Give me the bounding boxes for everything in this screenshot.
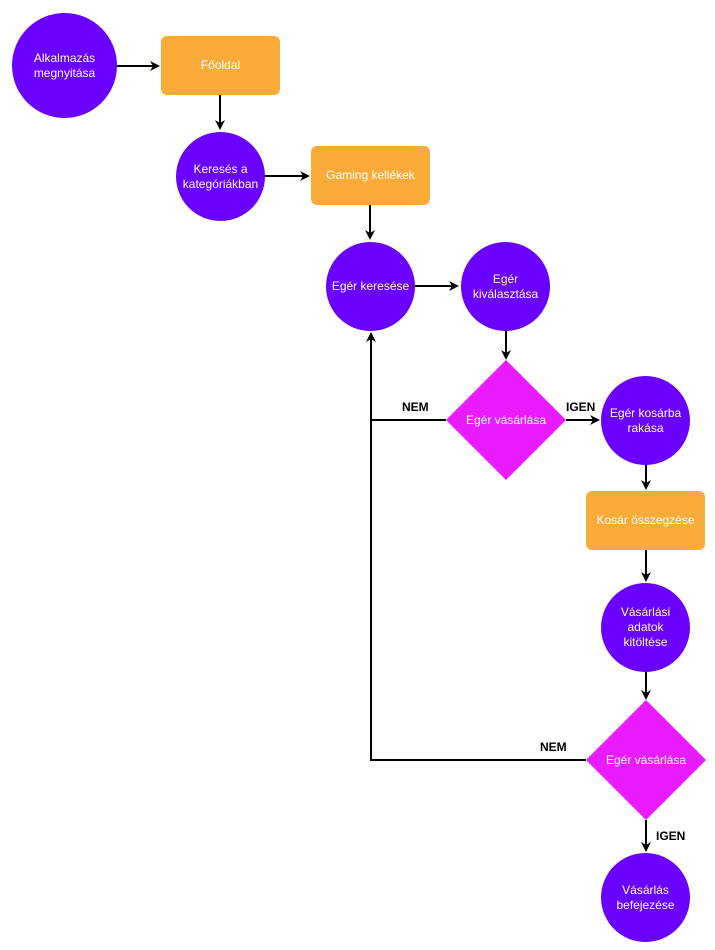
node-start-label: Alkalmazás megnyitása — [33, 50, 96, 80]
node-mouse-select-label: Egér kiválasztása — [472, 271, 539, 301]
node-gaming-label: Gaming kellékek — [326, 168, 415, 182]
node-mouse-search: Egér keresése — [326, 242, 415, 331]
node-home-label: Főoldal — [200, 58, 241, 72]
decision1-text: Egér vásárlása — [465, 413, 547, 427]
edge-decision2-no — [370, 420, 586, 761]
decision1-label: Egér vásárlása — [446, 405, 566, 435]
node-start: Alkalmazás megnyitása — [12, 13, 117, 118]
node-add-to-cart-label: Egér kosárba rakása — [609, 405, 682, 435]
node-search-categories: Keresés a kategóriákban — [176, 132, 265, 221]
node-add-to-cart: Egér kosárba rakása — [601, 376, 690, 465]
node-fill-data-label: Vásárlási adatok kitöltése — [620, 605, 671, 649]
decision-diamond-1 — [446, 360, 566, 480]
decision-diamond-2 — [586, 700, 706, 820]
node-cart-summary-label: Kosár összegzése — [596, 513, 695, 527]
node-mouse-select: Egér kiválasztása — [461, 242, 550, 331]
decision2-label: Egér vásárlása — [586, 745, 706, 775]
node-search-categories-label: Keresés a kategóriákban — [182, 161, 259, 191]
node-mouse-search-label: Egér keresése — [331, 279, 410, 293]
node-finish-label: Vásárlás befejezése — [616, 882, 675, 912]
edge-label-d2-no: NEM — [540, 740, 567, 754]
node-fill-data: Vásárlási adatok kitöltése — [601, 583, 690, 672]
edge-label-d2-yes: IGEN — [656, 829, 686, 843]
decision2-text: Egér vásárlása — [605, 753, 687, 767]
node-gaming: Gaming kellékek — [311, 146, 430, 205]
edge-label-d1-yes: IGEN — [566, 400, 596, 414]
edge-label-d1-no: NEM — [402, 400, 429, 414]
node-cart-summary: Kosár összegzése — [586, 491, 705, 550]
node-finish: Vásárlás befejezése — [601, 853, 690, 942]
node-home: Főoldal — [161, 36, 280, 95]
